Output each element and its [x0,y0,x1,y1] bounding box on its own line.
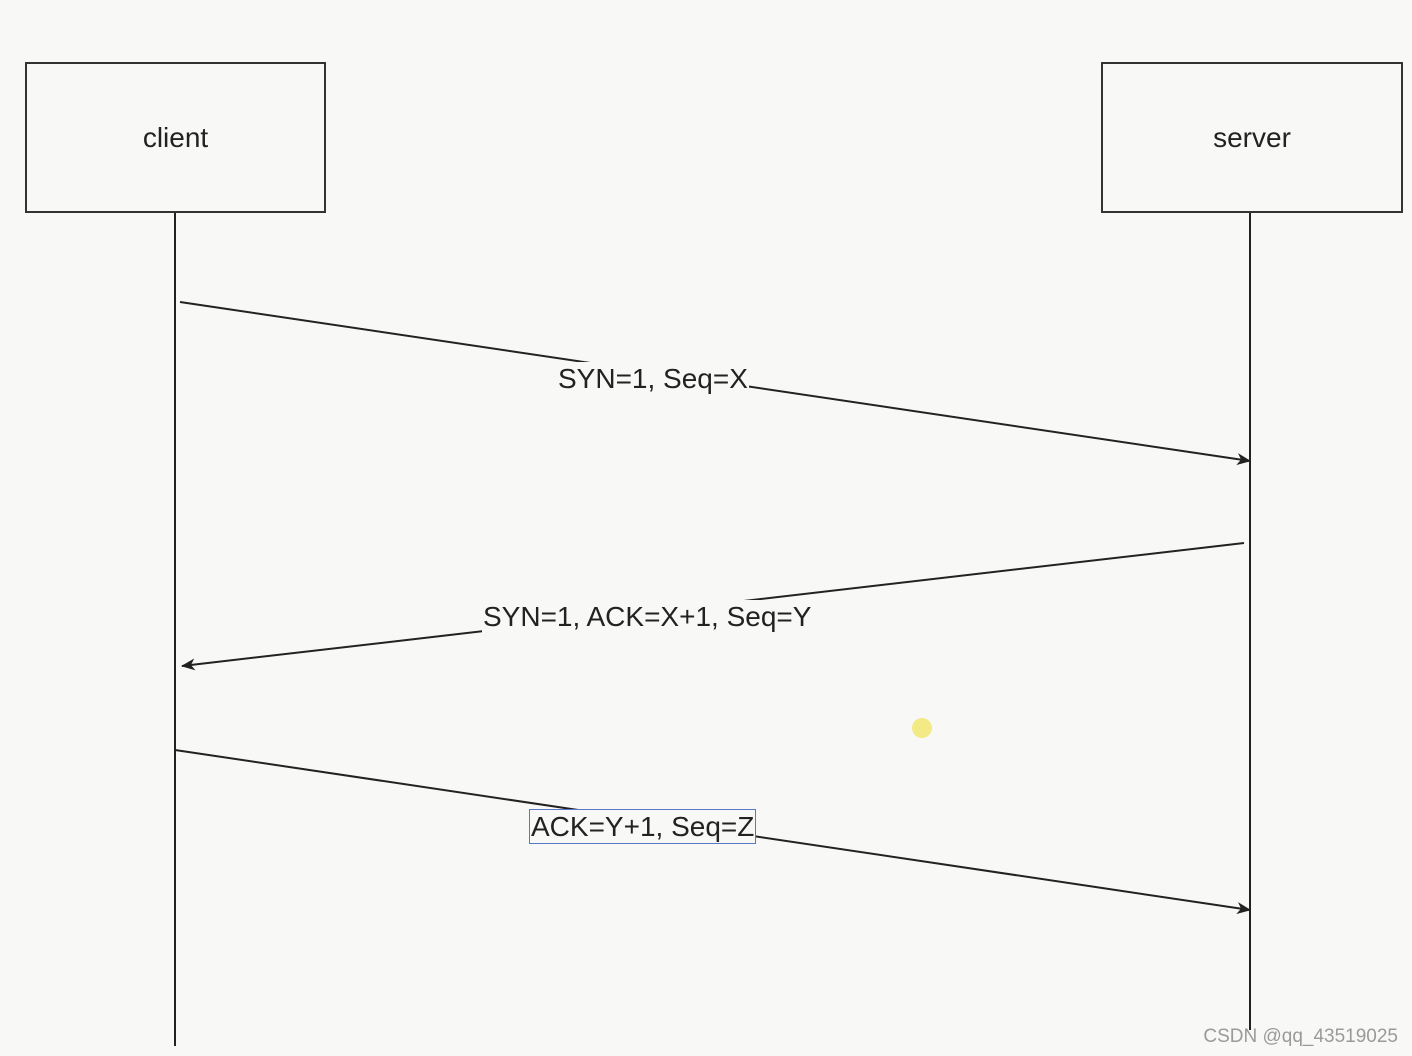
message-label-syn[interactable]: SYN=1, Seq=X [557,362,749,396]
client-actor-box[interactable]: client [25,62,326,213]
message-label-syn-ack[interactable]: SYN=1, ACK=X+1, Seq=Y [482,600,813,634]
message-label-ack-selected[interactable]: ACK=Y+1, Seq=Z [529,809,757,844]
client-actor-label: client [142,121,209,153]
server-actor-box[interactable]: server [1101,62,1403,213]
watermark-text: CSDN @qq_43519025 [1203,1026,1398,1047]
server-actor-label: server [1213,121,1291,153]
pointer-highlight-dot [912,718,932,738]
